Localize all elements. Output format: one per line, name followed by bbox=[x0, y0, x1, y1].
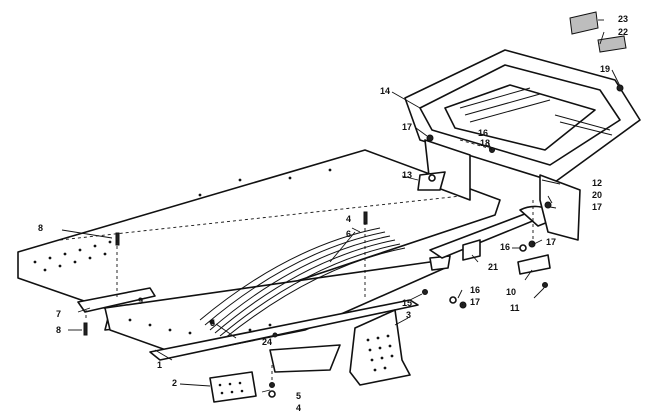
callout-1: 1 bbox=[157, 360, 162, 370]
cross-bar bbox=[429, 205, 549, 261]
decal-23 bbox=[569, 11, 599, 35]
callout-17-frame: 17 bbox=[402, 122, 412, 132]
callout-7: 7 bbox=[56, 309, 61, 319]
side-panel bbox=[104, 227, 446, 356]
callout-13: 13 bbox=[402, 170, 412, 180]
callout-11: 11 bbox=[510, 303, 520, 313]
callout-9: 9 bbox=[138, 296, 143, 306]
callout-6: 6 bbox=[346, 229, 351, 239]
callout-17-right: 17 bbox=[592, 202, 602, 212]
callout-17-lower: 17 bbox=[470, 297, 480, 307]
callout-3: 3 bbox=[406, 310, 411, 320]
callout-4-top: 4 bbox=[346, 214, 351, 224]
skid-strip bbox=[149, 299, 419, 361]
callout-20: 20 bbox=[592, 190, 602, 200]
step-plate bbox=[349, 309, 411, 386]
callout-5-panel: 5 bbox=[210, 318, 215, 328]
floor-bracket bbox=[77, 287, 156, 313]
callout-2: 2 bbox=[172, 378, 177, 388]
callout-12: 12 bbox=[592, 178, 602, 188]
callout-18: 18 bbox=[480, 138, 490, 148]
callout-21: 21 bbox=[488, 262, 498, 272]
callout-23: 23 bbox=[618, 14, 628, 24]
callout-15: 15 bbox=[402, 298, 412, 308]
callout-17-bar: 17 bbox=[546, 237, 556, 247]
bracket-10 bbox=[517, 254, 551, 275]
callout-16-bar: 16 bbox=[500, 242, 510, 252]
decal-plate bbox=[209, 371, 257, 403]
callout-8-top: 8 bbox=[38, 223, 43, 233]
callout-19: 19 bbox=[600, 64, 610, 74]
strip-end-cap bbox=[429, 255, 451, 271]
callout-10: 10 bbox=[506, 287, 516, 297]
callout-4-bottom: 4 bbox=[296, 403, 301, 413]
alignment-lines bbox=[85, 139, 534, 380]
callout-labels: 1 2 3 4 4 5 5 6 7 8 8 9 10 11 12 13 14 1… bbox=[38, 14, 628, 413]
callout-22: 22 bbox=[618, 27, 628, 37]
foot-plate bbox=[269, 344, 341, 373]
callout-16-frame: 16 bbox=[478, 128, 488, 138]
fasteners bbox=[83, 84, 624, 398]
rear-bumper-frame bbox=[404, 49, 641, 241]
decal-22 bbox=[597, 35, 627, 53]
leader-lines bbox=[61, 19, 621, 393]
callout-16-lower: 16 bbox=[470, 285, 480, 295]
callout-8-bottom: 8 bbox=[56, 325, 61, 335]
callout-5-bottom: 5 bbox=[296, 391, 301, 401]
callout-24: 24 bbox=[262, 337, 272, 347]
callout-14: 14 bbox=[380, 86, 390, 96]
